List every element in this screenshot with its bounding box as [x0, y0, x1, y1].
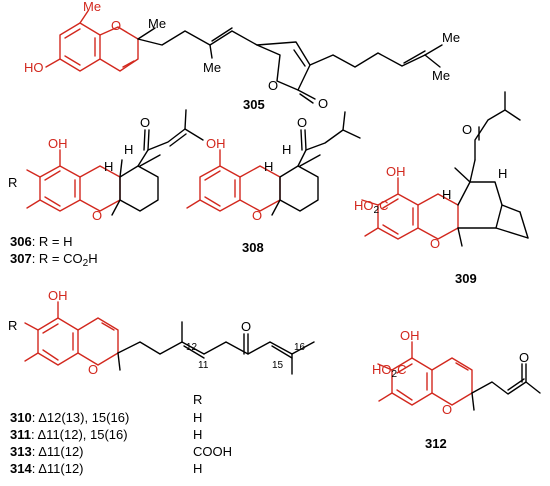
- atom-label: Me: [442, 30, 460, 45]
- ketone-oxygen: O: [140, 115, 150, 130]
- compound-308: OH O H H O 308: [186, 111, 361, 255]
- hydrogen: H: [282, 142, 291, 157]
- hydrogen: H: [442, 187, 451, 202]
- compound-312: HO2C OH O O 312: [372, 328, 541, 451]
- atom-label: Me: [203, 60, 221, 75]
- hydroxyl: OH: [400, 328, 420, 343]
- locant-12: 12: [186, 342, 198, 353]
- atom-label: O: [318, 96, 328, 111]
- compound-309: HO2C OH O H H O 309: [354, 91, 529, 286]
- ring-oxygen: O: [442, 402, 452, 417]
- compound-306-label: 306: R = H: [10, 234, 73, 249]
- compound-305: Me O Me HO Me O O Me Me 305: [24, 0, 460, 112]
- compound-313-row: 313: Δ11(12): [10, 444, 84, 459]
- locant-16: 16: [294, 342, 306, 353]
- compound-number: 305: [243, 97, 265, 112]
- ketone-oxygen: O: [519, 350, 529, 365]
- hydrogen: H: [104, 159, 113, 174]
- atom-label: O: [111, 18, 121, 33]
- compound-310-r: H: [193, 410, 202, 425]
- carboxylic-acid: HO2C: [372, 362, 406, 380]
- hydrogen: H: [124, 142, 133, 157]
- atom-label: O: [268, 78, 278, 93]
- r-group: R: [8, 318, 17, 333]
- compound-311-row: 311: Δ11(12), 15(16): [10, 427, 128, 442]
- locant-15: 15: [272, 360, 284, 371]
- compound-314-row: 314: Δ11(12): [10, 461, 84, 476]
- atom-label: HO: [24, 60, 44, 75]
- carboxylic-acid: HO2C: [354, 198, 388, 216]
- locant-11: 11: [198, 360, 209, 371]
- ring-oxygen: O: [92, 208, 102, 223]
- compound-number: 309: [455, 271, 477, 286]
- hydroxyl: OH: [386, 164, 406, 179]
- hydroxyl: OH: [48, 288, 68, 303]
- compound-number: 312: [425, 436, 447, 451]
- ring-oxygen: O: [252, 208, 262, 223]
- ketone-oxygen: O: [241, 319, 251, 334]
- compound-311-r: H: [193, 427, 202, 442]
- compound-310-314: R OH O O 11 12 15 16 R 310: Δ12(13), 15(…: [8, 288, 315, 476]
- hydroxyl: OH: [206, 136, 226, 151]
- table-header-r: R: [193, 392, 202, 407]
- hydrogen: H: [498, 166, 507, 181]
- compound-306-307: R OH O H H O 306: R = H 307: R = CO2H: [8, 109, 204, 269]
- atom-label: Me: [148, 16, 166, 31]
- compound-310-row: 310: Δ12(13), 15(16): [10, 410, 129, 425]
- ketone-oxygen: O: [462, 122, 472, 137]
- compound-314-r: H: [193, 461, 202, 476]
- ring-oxygen: O: [88, 362, 98, 377]
- hydrogen: H: [264, 159, 273, 174]
- atom-label: Me: [83, 0, 101, 14]
- r-group: R: [8, 175, 17, 190]
- ring-oxygen: O: [430, 236, 440, 251]
- ketone-oxygen: O: [297, 115, 307, 130]
- compound-307-label: 307: R = CO2H: [10, 251, 98, 269]
- hydroxyl: OH: [48, 136, 68, 151]
- atom-label: Me: [432, 68, 450, 83]
- compound-number: 308: [242, 240, 264, 255]
- compound-313-r: COOH: [193, 444, 232, 459]
